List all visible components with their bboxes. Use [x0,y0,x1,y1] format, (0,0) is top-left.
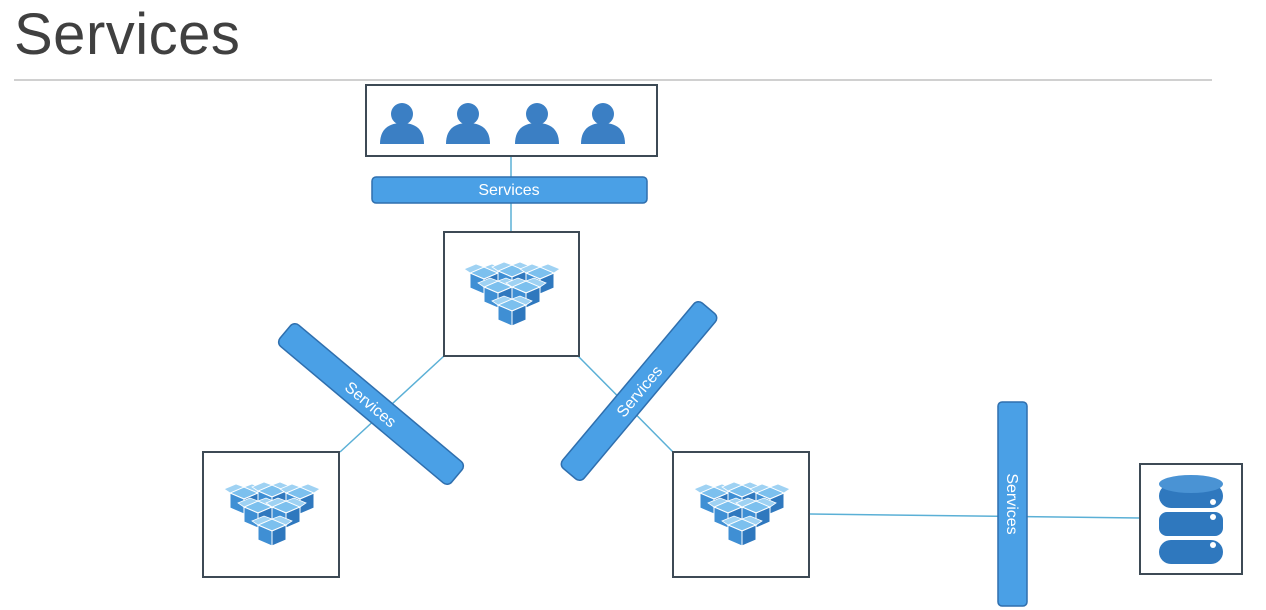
title-divider [14,79,1212,81]
database-icon [1159,475,1223,564]
service-bar-vertical[interactable]: Services [997,401,1028,607]
service-bar-top[interactable]: Services [371,176,648,204]
pods-box-left[interactable] [202,451,340,578]
service-bar-label: Services [478,182,539,199]
page-title: Services [14,2,241,67]
users-box[interactable] [365,84,658,157]
pods-box-right[interactable] [672,451,810,578]
service-bar-label: Services [1003,473,1020,534]
database-box[interactable] [1139,463,1243,575]
connector-right-database [809,513,1141,519]
pods-box-center[interactable] [443,231,580,357]
